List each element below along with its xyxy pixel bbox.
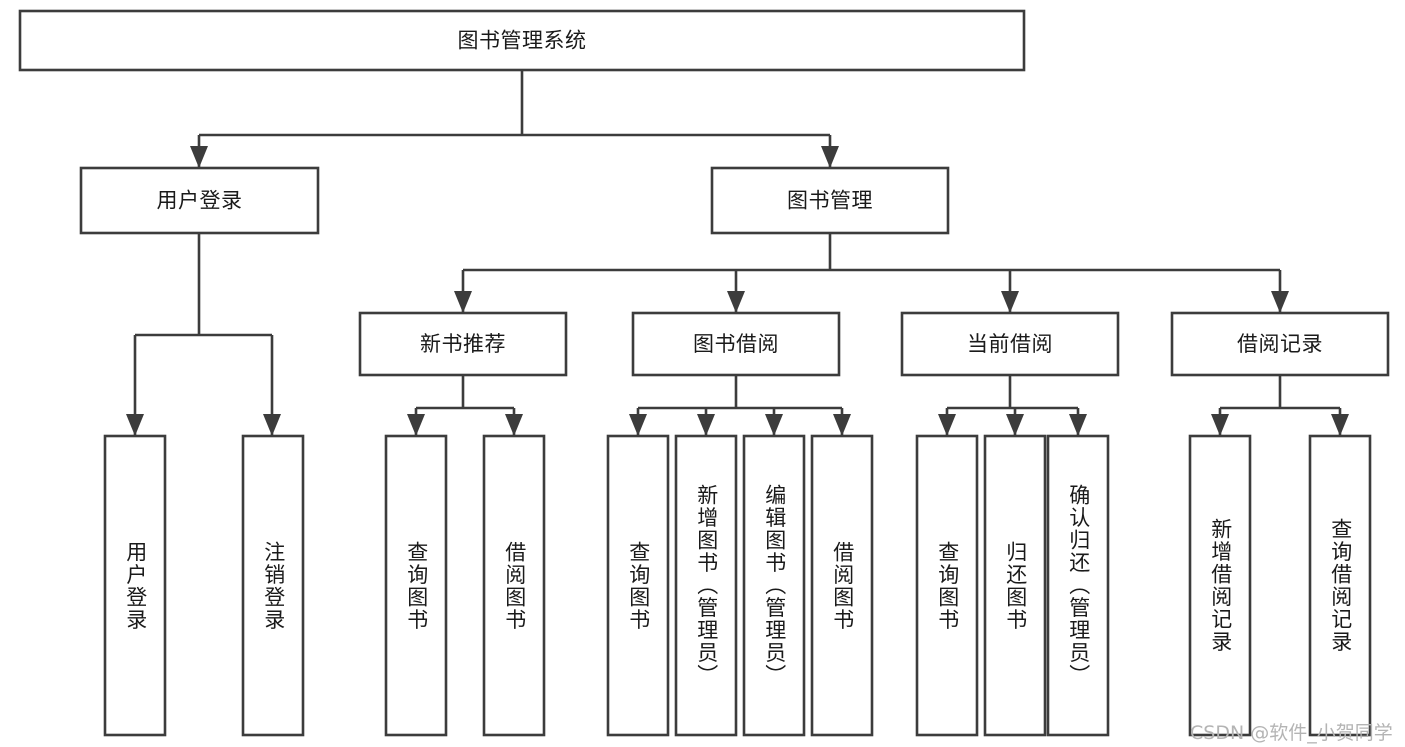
node-label-vertical: 确认归还（管理员） bbox=[1066, 484, 1091, 687]
node-label-vertical: 新增图书（管理员） bbox=[694, 484, 719, 687]
node-leaf-confirm-return[interactable] bbox=[1046, 434, 1110, 737]
arrow-head-icon bbox=[1211, 414, 1229, 436]
node-label-vertical: 查询图书 bbox=[935, 540, 960, 631]
arrow-head-icon bbox=[938, 414, 956, 436]
arrow-head-icon bbox=[1006, 414, 1024, 436]
node-label: 图书管理系统 bbox=[458, 29, 587, 53]
arrow-head-icon bbox=[697, 414, 715, 436]
node-leaf-query-book-1[interactable] bbox=[384, 434, 448, 737]
node-label-vertical: 查询借阅记录 bbox=[1328, 518, 1353, 653]
node-label-vertical: 新增借阅记录 bbox=[1208, 518, 1233, 653]
node-label: 图书管理 bbox=[787, 189, 873, 213]
arrow-head-icon bbox=[263, 414, 281, 436]
node-label-vertical: 查询图书 bbox=[404, 540, 429, 631]
arrow-head-icon bbox=[1069, 414, 1087, 436]
node-current-borrow[interactable] bbox=[900, 311, 1120, 377]
node-book-borrow[interactable] bbox=[631, 311, 841, 377]
node-leaf-query-book-2[interactable] bbox=[606, 434, 670, 737]
node-label: 新书推荐 bbox=[420, 332, 506, 356]
arrow-head-icon bbox=[126, 414, 144, 436]
node-label-vertical: 借阅图书 bbox=[502, 540, 527, 631]
arrow-head-icon bbox=[190, 146, 208, 168]
arrow-head-icon bbox=[1331, 414, 1349, 436]
node-leaf-edit-book[interactable] bbox=[742, 434, 806, 737]
node-label-vertical: 借阅图书 bbox=[830, 540, 855, 631]
arrow-head-icon bbox=[1271, 291, 1289, 313]
arrow-head-icon bbox=[454, 291, 472, 313]
node-new-book-recommend[interactable] bbox=[358, 311, 568, 377]
node-label: 当前借阅 bbox=[967, 332, 1053, 356]
arrow-head-icon bbox=[407, 414, 425, 436]
arrow-head-icon bbox=[821, 146, 839, 168]
node-leaf-query-record[interactable] bbox=[1308, 434, 1372, 737]
node-label-vertical: 编辑图书（管理员） bbox=[762, 484, 787, 687]
arrow-head-icon bbox=[505, 414, 523, 436]
node-label: 借阅记录 bbox=[1237, 332, 1323, 356]
node-leaf-borrow-book-1[interactable] bbox=[482, 434, 546, 737]
node-leaf-query-book-3[interactable] bbox=[915, 434, 979, 737]
node-leaf-user-logout[interactable] bbox=[241, 434, 305, 737]
node-leaf-borrow-book-2[interactable] bbox=[810, 434, 874, 737]
node-book-management[interactable] bbox=[710, 166, 950, 235]
node-leaf-add-record[interactable] bbox=[1188, 434, 1252, 737]
connector-layer bbox=[126, 70, 1349, 436]
node-root[interactable] bbox=[18, 9, 1026, 72]
node-user-login[interactable] bbox=[79, 166, 320, 235]
node-box-layer bbox=[18, 9, 1390, 737]
node-leaf-add-book[interactable] bbox=[674, 434, 738, 737]
node-leaf-return-book[interactable] bbox=[983, 434, 1047, 737]
node-label-vertical: 查询图书 bbox=[626, 540, 651, 631]
arrow-head-icon bbox=[765, 414, 783, 436]
arrow-head-icon bbox=[629, 414, 647, 436]
node-label-vertical: 用户登录 bbox=[123, 540, 148, 631]
arrow-head-icon bbox=[727, 291, 745, 313]
arrow-head-icon bbox=[1001, 291, 1019, 313]
node-leaf-user-login[interactable] bbox=[103, 434, 167, 737]
node-label: 图书借阅 bbox=[693, 332, 779, 356]
node-label-vertical: 注销登录 bbox=[261, 540, 286, 631]
arrow-head-icon bbox=[833, 414, 851, 436]
node-label: 用户登录 bbox=[157, 189, 243, 213]
node-label-vertical: 归还图书 bbox=[1003, 540, 1028, 631]
watermark-text: CSDN @软件_小贺同学 bbox=[1190, 722, 1393, 744]
node-borrow-records[interactable] bbox=[1170, 311, 1390, 377]
